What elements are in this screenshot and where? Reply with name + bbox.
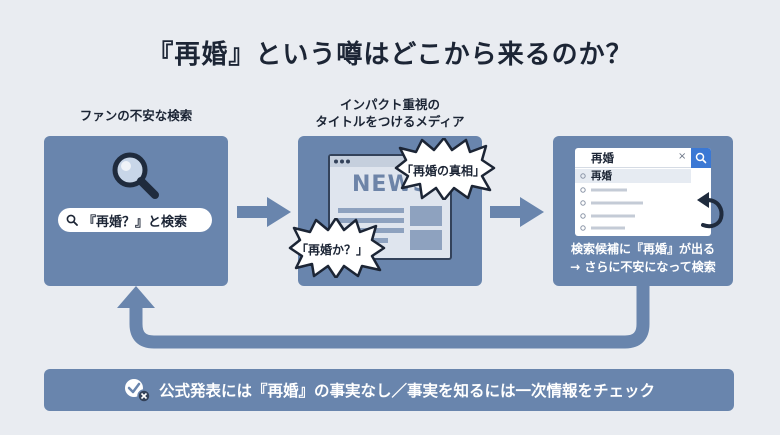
suggest-first: 再婚 xyxy=(575,169,691,183)
suggest-input: 再婚 xyxy=(575,148,691,168)
search-text: 『再婚？』と検索 xyxy=(83,214,188,230)
search-suggest-box: 再婚 × 再婚 xyxy=(575,148,711,236)
step2-label-line1: インパクト重視の xyxy=(339,97,440,112)
clear-icon: × xyxy=(678,151,687,162)
check-cross-icon xyxy=(124,379,151,403)
search-icon xyxy=(66,214,78,226)
refresh-arrow-icon xyxy=(697,192,724,229)
burst2-text: 「再婚か？」 xyxy=(296,243,369,257)
step2-label-line2: タイトルをつけるメディア xyxy=(315,114,465,129)
suggest-list xyxy=(580,173,643,231)
page-title: 『再婚』という噂はどこから来るのか？ xyxy=(147,40,633,70)
flow-arrow-icon xyxy=(490,197,544,227)
magnifier-icon xyxy=(112,152,159,199)
speech-burst-icon xyxy=(394,138,496,200)
caption-line2: → さらに不安になって検索 xyxy=(570,260,716,274)
footer-banner: 公式発表には『再婚』の事実なし／事実を知るには一次情報をチェック xyxy=(44,369,734,411)
step1-panel: 『再婚？』と検索 xyxy=(44,136,228,286)
step2-panel: NEWS 「再婚の真相」 「再婚か？」 xyxy=(288,136,496,286)
footer-text: 公式発表には『再婚』の事実なし／事実を知るには一次情報をチェック xyxy=(158,382,655,400)
burst1-text: 「再婚の真相」 xyxy=(401,164,486,178)
speech-burst-icon xyxy=(288,218,386,278)
search-box: 『再婚？』と検索 xyxy=(58,208,212,232)
step3-caption: 検索候補に『再婚』が出る → さらに不安になって検索 xyxy=(553,240,733,276)
search-icon xyxy=(695,152,707,164)
caption-line1: 検索候補に『再婚』が出る xyxy=(570,242,715,256)
step1-label: ファンの不安な検索 xyxy=(79,108,193,123)
step3-panel: 再婚 × 再婚 検索候補に『再婚』が出る → xyxy=(553,136,733,286)
flow-arrow-icon xyxy=(237,197,291,227)
search-button xyxy=(691,148,711,168)
step2-label: インパクト重視の タイトルをつけるメディア xyxy=(298,96,482,130)
